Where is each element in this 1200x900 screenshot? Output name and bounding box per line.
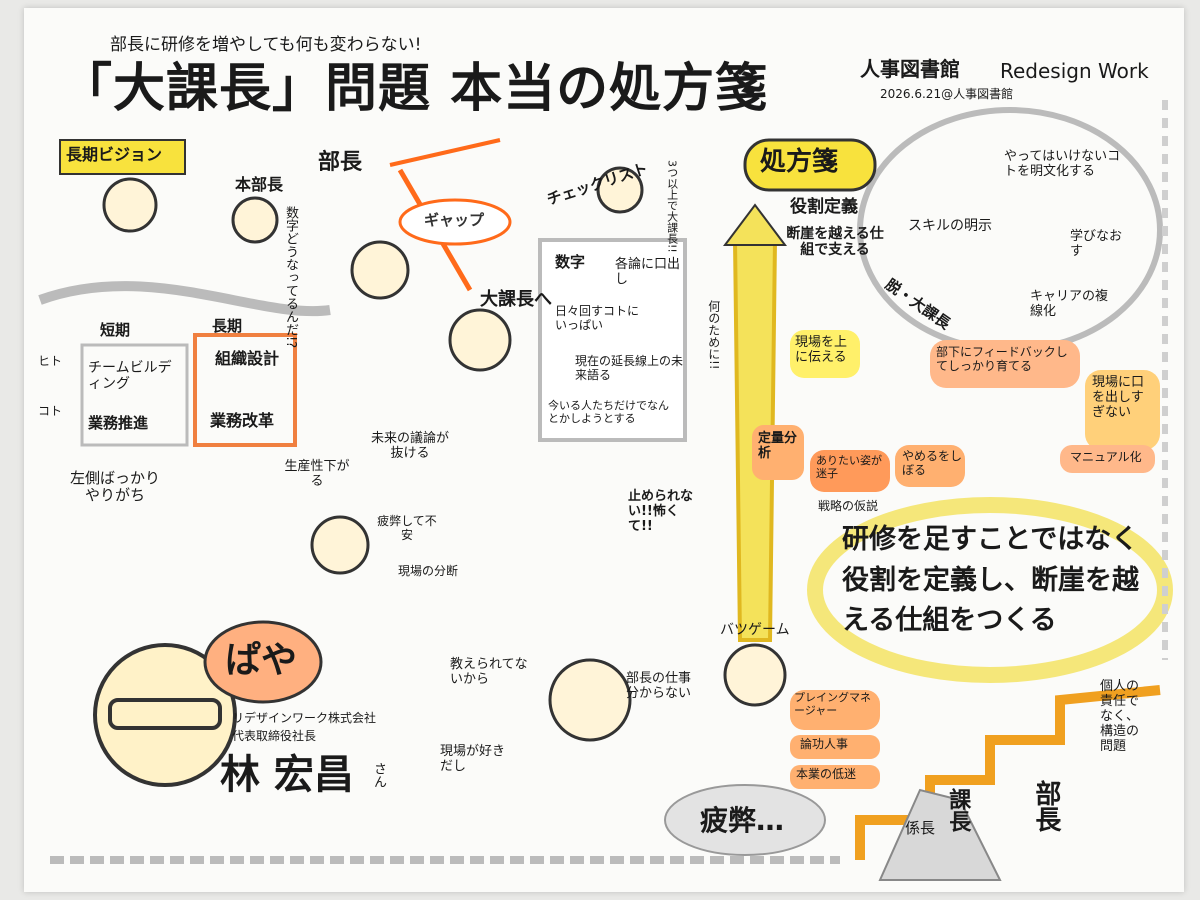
vision-face [102,177,158,233]
short-term-label: 短期 [100,321,131,339]
team-building-label: チームビルディング [88,360,172,393]
daikacho-face [448,308,512,372]
conclusion-text: 研修を足すことではなく役割を定義し、断崖を越える仕組をつくる [842,524,1139,636]
shohousen-bubble [743,138,877,192]
brand-name: 人事図書館 [860,57,960,81]
speaker-nickname: ぱや [225,640,298,681]
org-design-label: 組織設計 [214,349,279,368]
narrow-pill [895,445,965,487]
manual-pill [1060,445,1155,473]
fatigue-big-text: 疲弊… [700,804,785,837]
left-bias-text: 左側ばっかりやりがち [70,469,161,505]
page-title: 「大課長」問題 本当の処方箋 [60,59,769,119]
long-term-label: 長期 [212,317,243,335]
no-meddle-text: 現場に口を出しすぎない [1092,375,1145,420]
tell-field-pill [790,330,860,378]
check-item-5: 今いる人たちだけでなんとかしようとする [548,399,669,425]
feedback-text: 部下にフィードバックしてしっかり育てる [936,345,1068,373]
gap-arrow-2 [389,138,501,167]
hero-bucho-face [350,240,410,300]
role-definition: 役割定義 [790,197,858,217]
relearn-text: 学びなおす [1070,229,1123,259]
undervalued-text: 本業の低迷 [796,767,857,781]
career-text: キャリアの複線化 [1030,289,1109,319]
vision-banner [59,139,186,175]
undervalued-pill [790,765,880,789]
spell-out-text: やってはいけないコトを明文化する [1004,149,1121,179]
hypothesis-text: 戦略の仮説 [818,499,879,513]
division-text: 現場の分断 [398,564,459,578]
manual-text: マニュアル化 [1070,450,1142,464]
gap-mechanism: 断崖を越える仕組で支える [786,226,884,259]
career-staircase [855,685,1161,860]
check-item-2: 各論に口出し [615,257,681,287]
playing-manager-text: プレイングマネージャー [794,691,871,717]
daikacho-label: 大課長へ [480,289,552,310]
reform-label: 業務改革 [210,411,275,430]
speaker-face [93,643,237,787]
bucho-job-text: 部長の仕事分からない [626,671,692,701]
honbucho-label: 本部長 [235,175,284,194]
gap-label: ギャップ [424,211,485,229]
check-item-3: 日々回すコトにいっぱい [555,304,640,332]
productivity-text: 生産性下がる [284,459,350,489]
nickname-blob [203,620,323,704]
bucho-label: 部長 [318,150,363,175]
speaker-position: 代表取締役社長 [232,729,317,743]
check-item-1: 数字 [555,253,586,271]
speaker-glasses [108,698,222,730]
bucho-step-label: 部長 [1030,780,1061,832]
no-meddle-pill [1085,370,1160,450]
speaker-name: 林 宏昌 [220,752,354,798]
speaker-company: リデザインワーク株式会社 [232,711,377,725]
header-subtitle: 部長に研修を増やしても何も変わらない! [110,35,422,55]
check-item-4: 現在の延長線上の未来語る [575,354,684,382]
quant-pill [752,425,804,480]
long-term-box [193,333,297,447]
hito-label: ヒト [38,354,63,368]
short-term-box [80,343,189,447]
likes-field-text: 現場が好きだし [440,744,506,774]
growth-arrow-head [723,203,787,246]
skill-text: スキルの明示 [908,218,992,234]
ideal-text: ありたい姿が迷子 [816,454,882,480]
for-what-text: 何のために!! [706,300,721,370]
panic-face [310,515,370,575]
feedback-pill [930,340,1080,388]
ronko-pill [790,735,880,759]
not-taught-text: 教えられてないから [450,657,528,687]
tell-field-text: 現場を上に伝える [795,335,848,365]
date-venue: 2026.6.21@人事図書館 [880,87,1014,101]
ideal-pill [810,450,890,492]
kacho-label: 課長 [945,788,971,832]
koto-label: コト [38,404,63,418]
playing-pill [790,690,880,730]
speaker-honorific: さん [370,762,386,788]
fatigue-cloud [664,784,826,856]
kakaricho-label: 係長 [905,819,936,837]
narrow-text: やめるをしぼる [902,449,963,477]
structure-text: 個人の責任でなく、構造の問題 [1100,679,1140,754]
brand-english: Redesign Work [1000,59,1149,83]
checklist-board [538,238,687,442]
batsu-face [723,643,787,707]
ronko-text: 論功人事 [800,737,849,751]
honbucho-quote: 数字どうなってるんだ!? [282,206,298,349]
checklist-quote: 3つ以上で大課長!! [665,160,679,253]
fatigue-anxiety-text: 疲弊して不安 [377,514,437,542]
batsu-game-text: バツゲーム [720,622,790,638]
gap-bubble [398,198,512,246]
checklist-face [596,166,644,214]
crying-face [548,658,632,742]
vision-label: 長期ビジョン [66,145,163,164]
future-talk-text: 未来の議論が抜ける [370,431,449,461]
quant-text: 定量分析 [758,431,798,461]
cant-stop-text: 止められない!!怖くて!! [628,489,694,534]
operations-label: 業務推進 [88,414,149,432]
prescription-title: 処方箋 [760,147,839,177]
road [38,281,331,317]
cliff [878,788,1002,881]
honbucho-face [231,196,279,244]
